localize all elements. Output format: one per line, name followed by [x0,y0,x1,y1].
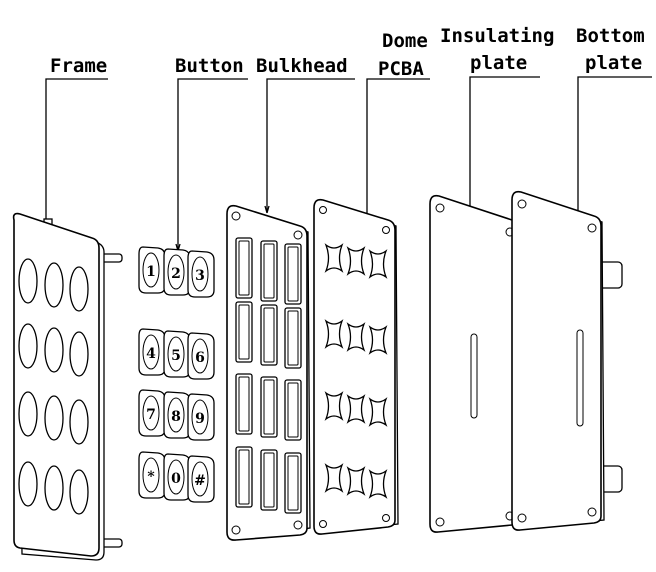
label-bottom: Bottom [576,25,645,47]
pcba-hole [382,514,390,522]
bottom-hole [587,507,597,517]
label-insulating-plate: plate [470,52,527,74]
bulkhead-hole [293,230,303,240]
dome-switch [324,243,344,273]
bulkhead-cell [284,243,302,305]
dome-switch [368,325,388,355]
keycap-button: 3 [187,250,215,298]
keycap-button: 9 [187,393,215,441]
dome-switch [346,394,366,424]
bulkhead-cell [260,449,278,511]
frame-part [12,212,123,561]
keycap-label: # [194,473,206,489]
bottom-hole [517,513,527,523]
pcba-hole [382,226,390,234]
frame-opening [69,266,89,312]
dome-switch [346,322,366,352]
bulkhead-cell [284,452,302,514]
bulkhead-cell [284,307,302,369]
keycap-label: 9 [195,411,205,427]
frame-opening [18,461,38,507]
insulating-plate-part [429,194,523,533]
frame-opening [44,395,64,441]
label-button: Button [175,55,244,77]
bulkhead-cell [260,376,278,438]
frame-opening [69,399,89,445]
keycap-button: # [187,455,215,503]
insulating-hole [435,203,445,213]
keycap-button: 0 [163,453,191,501]
dome-switch [346,466,366,496]
dome-switch [324,391,344,421]
bottom-plate-part [511,190,623,531]
keycap-label: * [147,469,155,485]
keycap-button: 1 [138,246,166,294]
bulkhead-hole [231,525,241,535]
keycap-label: 5 [171,348,181,364]
label-insulating: Insulating [440,25,554,47]
bulkhead-cell [235,301,253,363]
insulating-slot [470,333,478,419]
dome-switch [368,397,388,427]
dome-switches [324,243,388,499]
bottom-hole [517,199,527,209]
keycap-label: 3 [195,268,205,284]
label-bottom-plate: plate [585,52,642,74]
bulkhead-part [226,204,311,541]
pcba-hole [319,520,327,528]
frame-opening [18,258,38,304]
dome-switch [368,249,388,279]
dome-pcba-part [313,198,399,535]
bulkhead-cell [235,237,253,299]
keycap-button: 5 [163,330,191,378]
frame-opening [44,262,64,308]
bulkhead-cell [260,304,278,366]
bottom-slot [576,329,584,427]
bulkhead-hole [231,211,241,221]
label-bulkhead: Bulkhead [256,55,348,77]
bulkhead-cell [235,373,253,435]
pcba-hole [319,206,327,214]
frame-opening [44,465,64,511]
insulating-hole [435,517,445,527]
label-frame: Frame [50,55,107,77]
frame-opening [18,323,38,369]
frame-opening [69,331,89,377]
frame-opening [18,391,38,437]
keycap-label: 1 [146,264,156,280]
keycap-label: 6 [195,350,205,366]
keycap-button: 8 [163,391,191,439]
keycap-button: 2 [163,248,191,296]
frame-opening [69,469,89,515]
dome-switch [368,469,388,499]
keycap-button: 4 [138,328,166,376]
label-dome: Dome [382,30,428,52]
keycap-label: 8 [171,409,181,425]
dome-switch [324,319,344,349]
dome-switch [346,246,366,276]
bottom-hole [587,223,597,233]
bulkhead-cells [235,237,302,514]
bulkhead-cell [260,240,278,302]
dome-switch [324,463,344,493]
bulkhead-cell [235,446,253,508]
bulkhead-cell [284,379,302,441]
keycap-label: 4 [146,346,156,362]
keycap-button: 7 [138,389,166,437]
label-pcba: PCBA [378,58,424,80]
keycap-label: 7 [146,407,156,423]
keycap-button: 6 [187,332,215,380]
bulkhead-hole [293,520,303,530]
keycap-button: * [138,451,166,499]
keycap-label: 2 [171,266,181,282]
frame-opening [44,327,64,373]
frame-key-openings [18,258,89,515]
keycap-label: 0 [171,471,181,487]
